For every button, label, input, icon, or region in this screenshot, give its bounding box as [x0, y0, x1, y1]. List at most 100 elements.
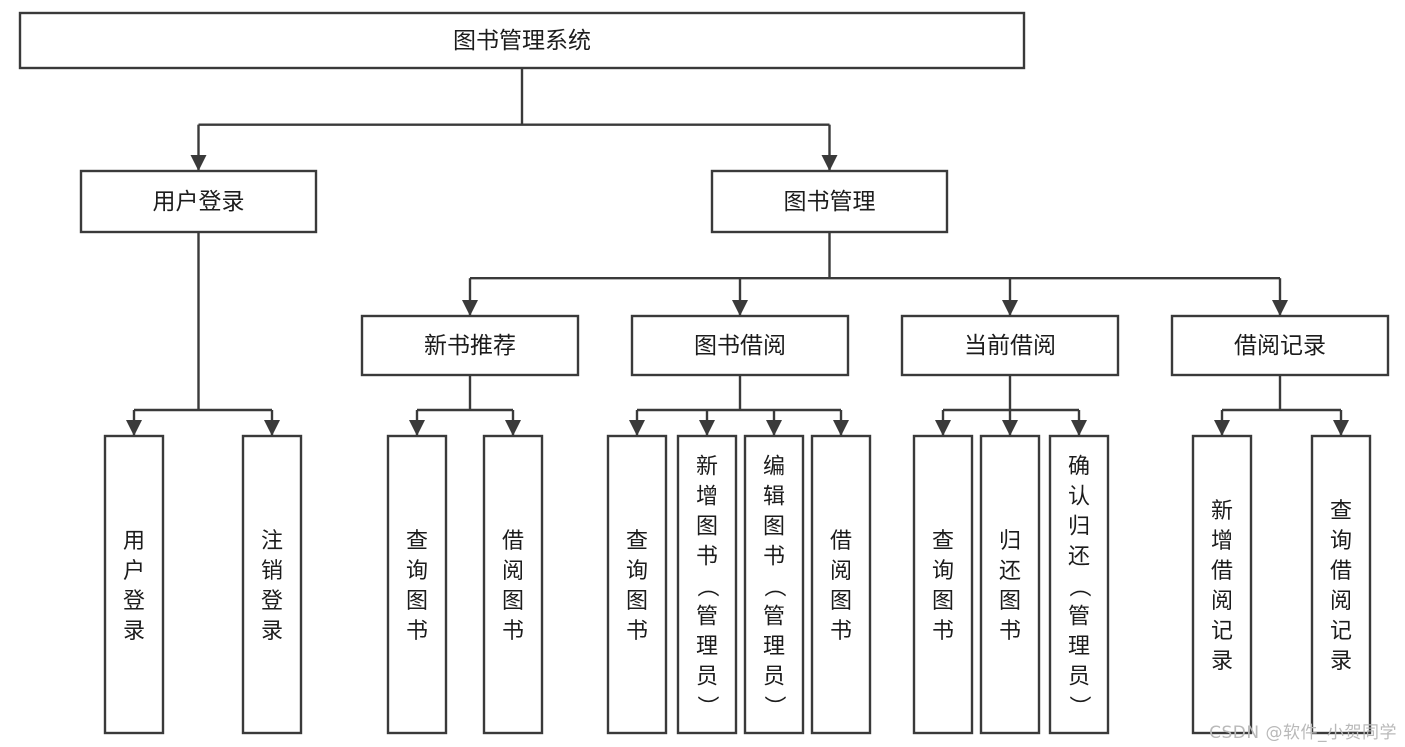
node-root[interactable]: 图书管理系统	[18, 11, 1026, 70]
node-label: 新书推荐	[424, 333, 516, 359]
node-label-char: 录	[123, 619, 145, 644]
node-label-char: 登	[123, 589, 145, 614]
node-label-char: 阅	[830, 559, 852, 584]
arrow-head-icon	[1002, 420, 1018, 436]
node-label-char: 新	[696, 454, 718, 479]
arrow-head-icon	[821, 155, 838, 171]
node-box	[1310, 434, 1372, 735]
node-label-char: 借	[1330, 559, 1352, 584]
node-label-char: 管	[763, 604, 785, 629]
connector-conn-root-to-level2	[190, 68, 838, 171]
arrow-head-icon	[699, 420, 715, 436]
node-label-char: 还	[1068, 544, 1090, 569]
arrow-head-icon	[462, 300, 478, 316]
node-label-char: 编	[763, 454, 785, 479]
node-label-char: 查	[406, 529, 428, 554]
node-book-management[interactable]: 图书管理	[710, 169, 949, 234]
node-label-char: 图	[999, 589, 1021, 614]
node-label-char: 图	[932, 589, 954, 614]
arrow-head-icon	[833, 420, 849, 436]
node-label-char: ）	[1066, 695, 1091, 717]
arrow-head-icon	[409, 420, 425, 436]
node-new-book-recommend[interactable]: 新书推荐	[360, 314, 580, 377]
node-label-char: 查	[626, 529, 648, 554]
node-label-char: 理	[696, 634, 718, 659]
node-label-char: 书	[626, 619, 648, 644]
node-label-char: 管	[696, 604, 718, 629]
node-label-char: 录	[1330, 649, 1352, 674]
node-box	[979, 434, 1041, 735]
node-label-char: 查	[1330, 499, 1352, 524]
node-label: 当前借阅	[964, 333, 1056, 359]
node-label-char: 归	[999, 529, 1021, 554]
node-label-char: 询	[626, 559, 648, 584]
node-label: 图书借阅	[694, 333, 786, 359]
node-borrow-record[interactable]: 借阅记录	[1170, 314, 1390, 377]
connector-conn-ul-to-leaves	[126, 232, 280, 436]
node-label-char: 图	[763, 514, 785, 539]
node-label: 图书管理系统	[453, 28, 591, 54]
node-label-char: 书	[830, 619, 852, 644]
node-label-char: 书	[999, 619, 1021, 644]
node-book-borrow[interactable]: 图书借阅	[630, 314, 850, 377]
node-box	[743, 434, 805, 735]
node-label-char: 还	[999, 559, 1021, 584]
node-label-char: 阅	[1211, 589, 1233, 614]
node-label-char: 理	[763, 634, 785, 659]
connector-conn-nbr-to-leaves	[409, 375, 521, 436]
arrow-head-icon	[1333, 420, 1349, 436]
node-user-login[interactable]: 用户登录	[79, 169, 318, 234]
node-box	[630, 314, 850, 377]
connector-layer	[126, 68, 1349, 436]
node-label-char: 询	[406, 559, 428, 584]
node-label-char: 管	[1068, 604, 1090, 629]
node-box	[79, 169, 318, 234]
arrow-head-icon	[190, 155, 207, 171]
node-label-char: 记	[1211, 619, 1233, 644]
node-label-char: 图	[696, 514, 718, 539]
node-label-char: 注	[261, 529, 283, 554]
node-label-char: 书	[502, 619, 524, 644]
node-label-char: 归	[1068, 514, 1090, 539]
node-label-char: （	[694, 575, 719, 597]
connector-conn-br-to-leaves	[1214, 375, 1349, 436]
node-label-char: 阅	[1330, 589, 1352, 614]
arrow-head-icon	[264, 420, 280, 436]
arrow-head-icon	[766, 420, 782, 436]
node-current-borrow[interactable]: 当前借阅	[900, 314, 1120, 377]
node-box	[676, 434, 738, 735]
node-label-char: 询	[1330, 529, 1352, 554]
node-box	[912, 434, 974, 735]
node-box	[1191, 434, 1253, 735]
node-label-char: 辑	[763, 484, 785, 509]
node-label-char: 增	[1211, 529, 1233, 554]
node-box	[241, 434, 303, 735]
node-box	[900, 314, 1120, 377]
node-label-char: 员	[696, 664, 718, 689]
node-label-char: 新	[1211, 499, 1233, 524]
node-box	[1048, 434, 1110, 735]
node-label-char: 借	[502, 529, 524, 554]
arrow-head-icon	[1272, 300, 1288, 316]
node-label-char: 录	[261, 619, 283, 644]
node-label-char: 用	[123, 529, 145, 554]
node-label-char: 员	[1068, 664, 1090, 689]
node-box	[810, 434, 872, 735]
node-box	[482, 434, 544, 735]
node-label-char: 书	[763, 544, 785, 569]
node-leaf-user-login[interactable]: 用户登录	[103, 434, 165, 735]
node-box	[386, 434, 448, 735]
